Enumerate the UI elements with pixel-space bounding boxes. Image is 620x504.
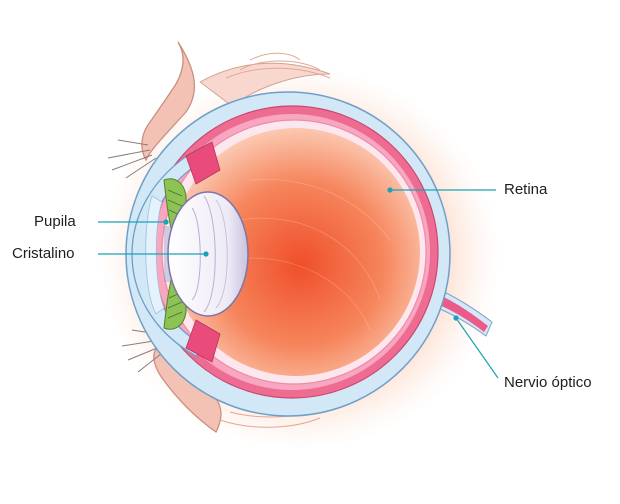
upper-eyelid bbox=[107, 41, 331, 179]
vitreous-body bbox=[172, 128, 420, 376]
label-retina: Retina bbox=[504, 181, 548, 198]
label-nervio-optico: Nervio óptico bbox=[504, 374, 592, 391]
leader-retina-dot bbox=[387, 187, 393, 193]
leader-nervio-optico bbox=[455, 317, 499, 379]
label-pupila: Pupila bbox=[34, 213, 76, 230]
ciliary-body bbox=[185, 141, 221, 363]
leader-cristalino-dot bbox=[203, 251, 209, 257]
leader-nervio-optico-dot bbox=[453, 315, 459, 321]
label-cristalino: Cristalino bbox=[12, 245, 75, 262]
leader-lines bbox=[98, 187, 499, 379]
leader-pupila-dot bbox=[163, 219, 169, 225]
cornea bbox=[131, 149, 205, 357]
